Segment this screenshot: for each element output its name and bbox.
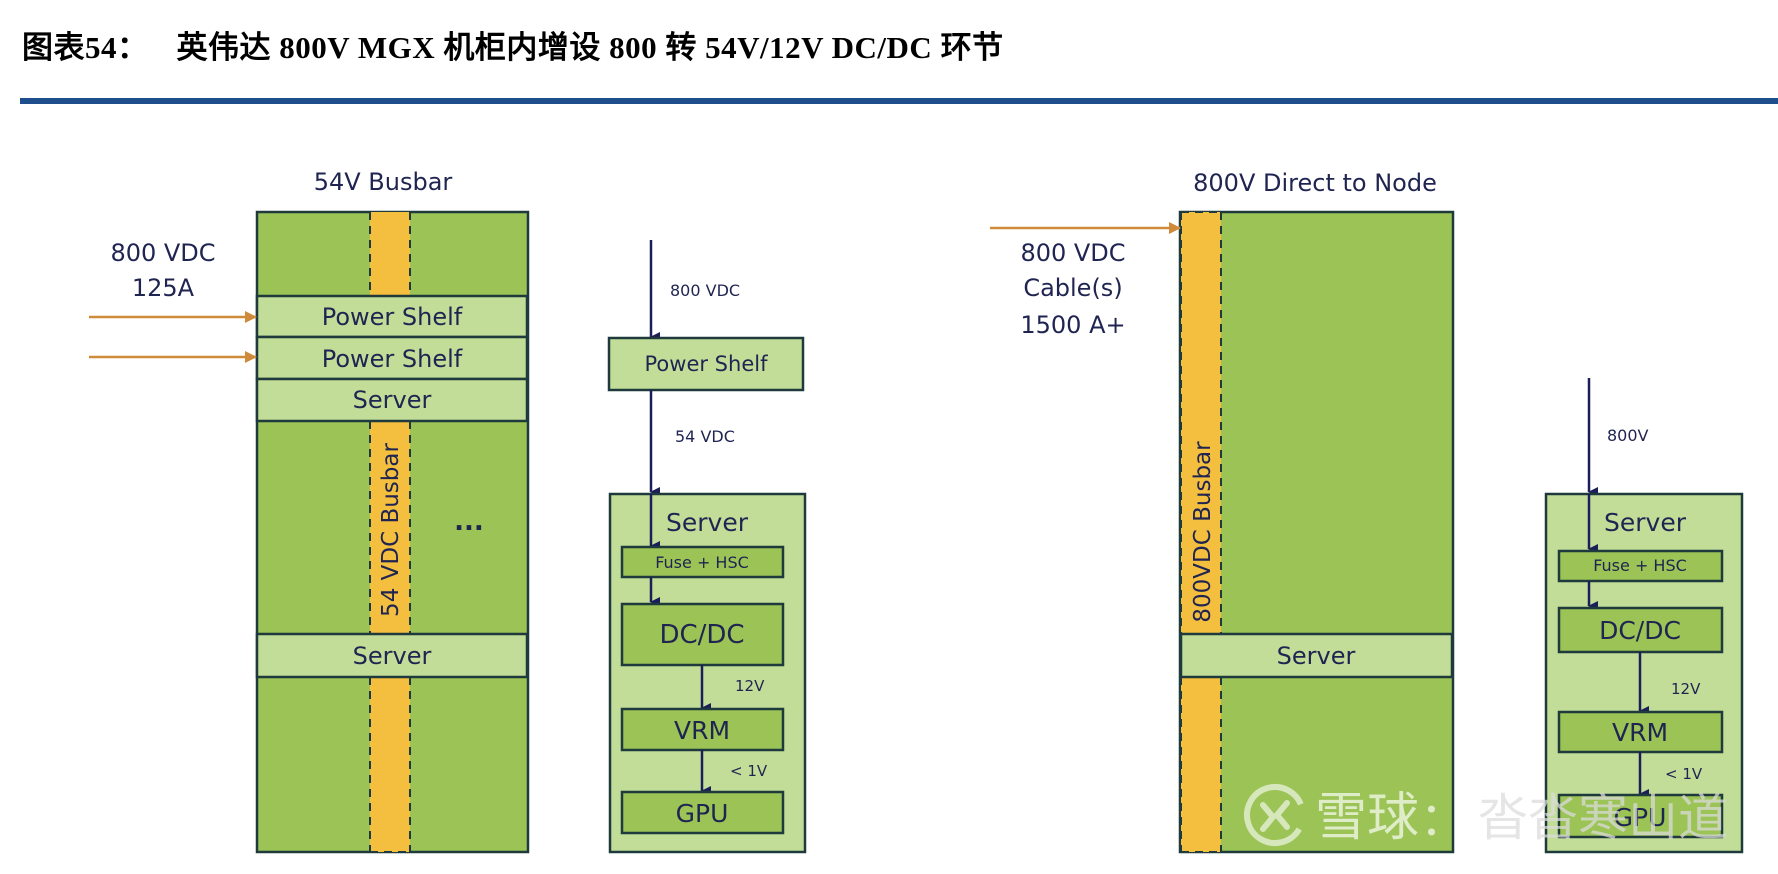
watermark-separator: ： <box>1420 792 1466 846</box>
left-rack-ellipsis: ... <box>454 507 484 537</box>
left-top-server-label: Server <box>353 386 432 414</box>
left-flow-server-label: Server <box>666 508 749 537</box>
left-flow-vrm-output: < 1V <box>730 762 768 780</box>
left-flow-fuse-hsc <box>620 545 785 579</box>
left-input-label-voltage: 800 VDC <box>110 239 215 267</box>
figure-number: 图表54： <box>22 30 149 65</box>
left-flow-gpu <box>620 790 785 835</box>
right-input-label-current: 1500 A+ <box>1020 311 1125 339</box>
right-flow-input-voltage: 800V <box>1607 426 1649 445</box>
left-power-shelf-2-label: Power Shelf <box>322 345 463 373</box>
left-busbar-label: 54 VDC Busbar <box>378 443 404 617</box>
left-power-shelf-1 <box>255 294 529 339</box>
watermark: 雪球 ： 沓沓寒山道 <box>1244 784 1728 848</box>
right-flow-vrm-output: < 1V <box>1665 765 1703 783</box>
left-busbar-middle <box>370 421 410 634</box>
left-flow-input-voltage: 800 VDC <box>670 281 740 300</box>
left-flow-power-shelf <box>607 336 805 392</box>
xueqiu-logo-icon <box>1244 784 1306 846</box>
left-busbar-top <box>370 212 410 296</box>
left-bottom-server-label: Server <box>353 642 432 670</box>
right-server <box>1179 632 1454 679</box>
right-input-label-voltage: 800 VDC <box>1020 239 1125 267</box>
left-flow-vrm <box>620 707 785 752</box>
left-flow-power-shelf-label: Power Shelf <box>645 352 769 376</box>
right-flow-gpu-label: GPU <box>1614 803 1667 832</box>
left-flow-converter-output: 12V <box>735 677 765 695</box>
right-server-label: Server <box>1277 642 1356 670</box>
title-divider <box>20 98 1778 104</box>
left-power-shelf-1-label: Power Shelf <box>322 303 463 331</box>
right-flow-gpu <box>1557 793 1724 839</box>
left-power-shelf-2 <box>255 335 529 381</box>
right-rack-group: 800V Direct to Node 800VDC Busbar Server… <box>990 169 1455 854</box>
left-flow-dcdc-label: DC/DC <box>659 620 744 650</box>
right-flow-dcdc <box>1557 606 1724 654</box>
right-flow-vrm-label: VRM <box>1612 718 1668 747</box>
watermark-author: 沓沓寒山道 <box>1478 789 1728 847</box>
right-flow-group: 800V Server Fuse + HSC DC/DC 12V VRM < 1… <box>1544 378 1744 854</box>
right-flow-vrm <box>1557 710 1724 754</box>
left-flow-shelf-output: 54 VDC <box>675 427 735 446</box>
right-flow-server-label: Server <box>1604 508 1687 537</box>
figure-title-text: 英伟达 800V MGX 机柜内增设 800 转 54V/12V DC/DC 环… <box>176 30 1004 65</box>
right-busbar-top <box>1181 212 1221 634</box>
left-flow-fuse-hsc-label: Fuse + HSC <box>655 553 749 572</box>
left-rack-title: 54V Busbar <box>314 168 453 196</box>
right-input-label-cables: Cable(s) <box>1023 274 1122 302</box>
left-top-server <box>255 377 529 423</box>
figure-title: 图表54： 英伟达 800V MGX 机柜内增设 800 转 54V/12V DC… <box>22 22 1004 67</box>
watermark-brand: 雪球 <box>1315 788 1419 848</box>
right-flow-converter-output: 12V <box>1671 680 1701 698</box>
left-busbar-bottom <box>370 677 410 852</box>
right-busbar-label: 800VDC Busbar <box>1190 441 1216 623</box>
right-busbar-bottom <box>1181 677 1221 852</box>
left-flow-gpu-label: GPU <box>676 799 729 828</box>
right-flow-dcdc-label: DC/DC <box>1599 616 1681 645</box>
left-flow-vrm-label: VRM <box>674 716 730 745</box>
left-input-label-current: 125A <box>132 274 195 302</box>
right-flow-fuse-hsc <box>1557 549 1724 583</box>
left-bottom-server <box>255 632 529 679</box>
right-rack <box>1178 210 1455 854</box>
right-flow-fuse-hsc-label: Fuse + HSC <box>1593 556 1687 575</box>
right-rack-title: 800V Direct to Node <box>1193 169 1437 197</box>
left-rack-group: 54V Busbar 54 VDC Busbar Power Shelf Pow… <box>89 168 530 854</box>
left-flow-group: 800 VDC Power Shelf 54 VDC Server Fuse +… <box>607 240 807 854</box>
